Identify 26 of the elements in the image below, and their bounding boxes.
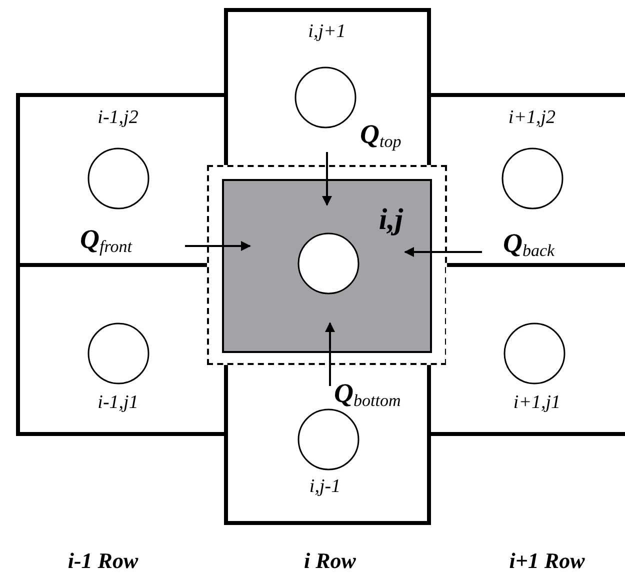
arrow	[322, 152, 332, 206]
row-label: i-1 Row	[68, 548, 138, 574]
cell-label: i,j	[378, 205, 404, 235]
cell-label: i-1,j1	[98, 393, 138, 412]
cell-label: i+1,j1	[513, 393, 561, 412]
cell-label: i-1,j2	[98, 108, 138, 127]
arrow	[325, 322, 335, 386]
row-label: i Row	[304, 548, 356, 574]
arrow	[185, 241, 251, 251]
flux-label: Q$_{top}$	[360, 121, 402, 150]
grid-cell	[224, 365, 431, 525]
grid-cell	[446, 267, 625, 436]
cell-label: i,j+1	[308, 22, 346, 41]
arrow	[404, 247, 482, 257]
cell-label: i+1,j2	[508, 108, 556, 127]
grid-cell	[446, 93, 625, 267]
grid-cell	[224, 8, 431, 166]
cell-label: i,j-1	[309, 477, 341, 496]
grid-cell	[16, 267, 207, 436]
flux-label: Q$_{front}$	[80, 226, 132, 255]
highlighted-cell	[222, 179, 432, 353]
row-label: i+1 Row	[509, 548, 585, 574]
flux-label: Q$_{back}$	[503, 230, 555, 259]
dashed-boundary	[207, 165, 447, 365]
flux-label: Q$_{bottom}$	[334, 380, 401, 409]
grid-cell	[16, 93, 207, 267]
